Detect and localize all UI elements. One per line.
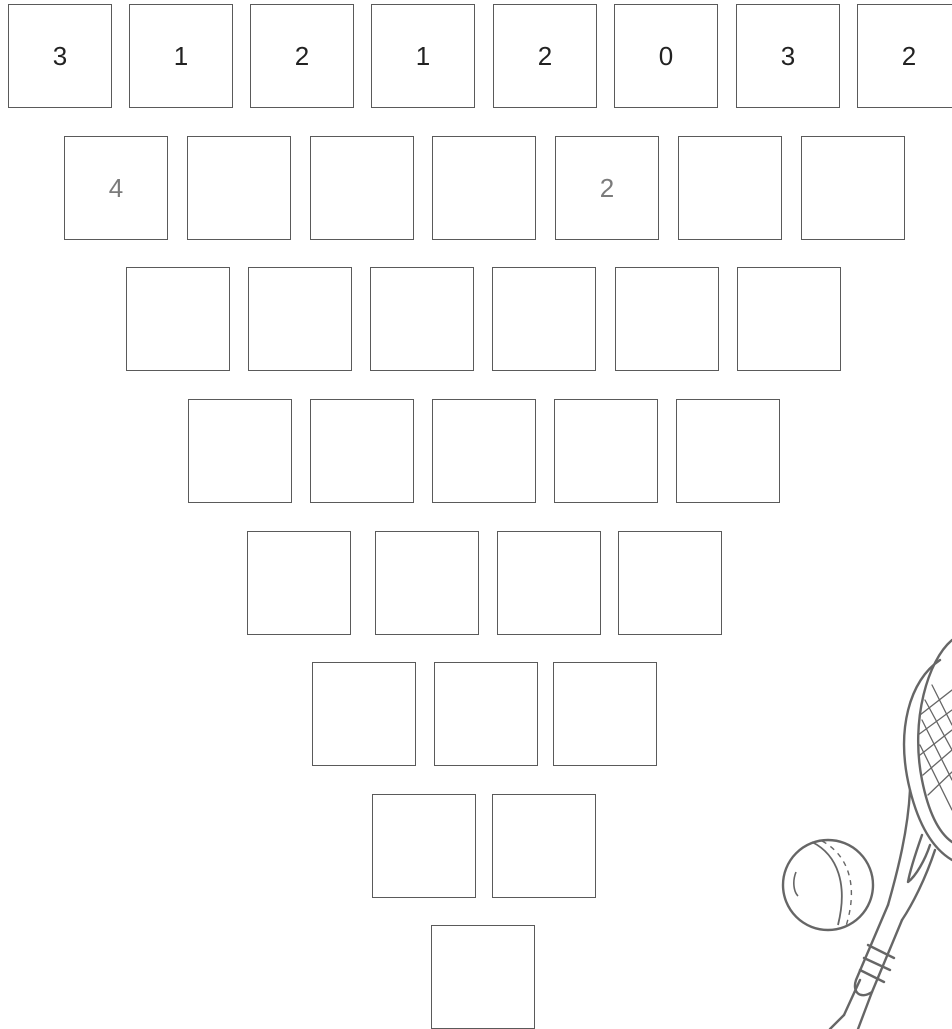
pyramid-cell[interactable]	[618, 531, 722, 635]
pyramid-cell[interactable]	[615, 267, 719, 371]
pyramid-cell[interactable]	[678, 136, 782, 240]
pyramid-cell[interactable]	[310, 399, 414, 503]
pyramid-cell: 1	[129, 4, 233, 108]
pyramid-cell[interactable]	[492, 794, 596, 898]
pyramid-cell: 2	[857, 4, 952, 108]
pyramid-cell[interactable]	[370, 267, 474, 371]
pyramid-cell[interactable]	[554, 399, 658, 503]
pyramid-cell[interactable]	[553, 662, 657, 766]
pyramid-cell[interactable]	[372, 794, 476, 898]
pyramid-cell[interactable]	[188, 399, 292, 503]
pyramid-cell[interactable]	[737, 267, 841, 371]
pyramid-cell: 0	[614, 4, 718, 108]
pyramid-cell[interactable]	[801, 136, 905, 240]
pyramid-cell[interactable]	[431, 925, 535, 1029]
tennis-illustration	[760, 620, 952, 1029]
pyramid-cell[interactable]	[248, 267, 352, 371]
pyramid-cell[interactable]: 2	[555, 136, 659, 240]
pyramid-cell[interactable]	[310, 136, 414, 240]
pyramid-cell[interactable]: 4	[64, 136, 168, 240]
pyramid-cell[interactable]	[312, 662, 416, 766]
pyramid-cell[interactable]	[126, 267, 230, 371]
pyramid-cell: 1	[371, 4, 475, 108]
pyramid-cell[interactable]	[676, 399, 780, 503]
pyramid-cell[interactable]	[432, 136, 536, 240]
pyramid-cell: 3	[736, 4, 840, 108]
tennis-racket-icon	[830, 640, 952, 1029]
pyramid-cell[interactable]	[375, 531, 479, 635]
pyramid-cell[interactable]	[187, 136, 291, 240]
pyramid-cell[interactable]	[432, 399, 536, 503]
pyramid-cell: 2	[250, 4, 354, 108]
pyramid-cell[interactable]	[497, 531, 601, 635]
tennis-ball-icon	[783, 840, 873, 930]
pyramid-cell: 3	[8, 4, 112, 108]
pyramid-cell[interactable]	[247, 531, 351, 635]
pyramid-cell[interactable]	[434, 662, 538, 766]
pyramid-cell[interactable]	[492, 267, 596, 371]
pyramid-cell: 2	[493, 4, 597, 108]
